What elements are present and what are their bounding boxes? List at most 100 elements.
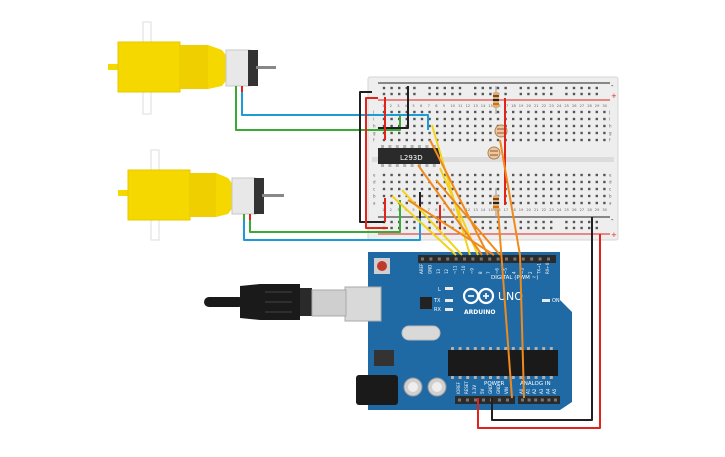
breadboard-hole[interactable] bbox=[481, 138, 484, 142]
breadboard-hole[interactable] bbox=[588, 201, 591, 205]
breadboard-hole[interactable] bbox=[603, 201, 606, 205]
breadboard-hole[interactable] bbox=[481, 173, 484, 177]
breadboard-rail-hole[interactable] bbox=[519, 220, 522, 224]
breadboard-hole[interactable] bbox=[466, 173, 469, 177]
breadboard-hole[interactable] bbox=[451, 131, 454, 135]
breadboard-hole[interactable] bbox=[512, 180, 515, 184]
breadboard-rail-hole[interactable] bbox=[481, 220, 484, 224]
breadboard-rail-hole[interactable] bbox=[519, 86, 522, 90]
breadboard-hole[interactable] bbox=[481, 110, 484, 114]
breadboard-hole[interactable] bbox=[542, 110, 545, 114]
breadboard-hole[interactable] bbox=[580, 201, 583, 205]
breadboard-rail-hole[interactable] bbox=[595, 86, 598, 90]
breadboard-rail-hole[interactable] bbox=[481, 92, 484, 96]
breadboard-hole[interactable] bbox=[436, 117, 439, 121]
header-pin[interactable] bbox=[454, 257, 458, 261]
breadboard-rail-hole[interactable] bbox=[542, 86, 545, 90]
breadboard-rail-hole[interactable] bbox=[519, 92, 522, 96]
breadboard-hole[interactable] bbox=[443, 173, 446, 177]
breadboard-hole[interactable] bbox=[550, 138, 553, 142]
breadboard-rail-hole[interactable] bbox=[504, 92, 507, 96]
breadboard-rail-hole[interactable] bbox=[580, 86, 583, 90]
breadboard-hole[interactable] bbox=[481, 117, 484, 121]
breadboard-rail-hole[interactable] bbox=[595, 226, 598, 230]
breadboard-hole[interactable] bbox=[572, 180, 576, 184]
breadboard-hole[interactable] bbox=[565, 201, 568, 205]
breadboard-rail-hole[interactable] bbox=[428, 226, 431, 230]
breadboard-hole[interactable] bbox=[580, 173, 583, 177]
breadboard-hole[interactable] bbox=[496, 187, 500, 191]
breadboard-hole[interactable] bbox=[572, 201, 576, 205]
breadboard-hole[interactable] bbox=[496, 180, 500, 184]
breadboard-hole[interactable] bbox=[557, 194, 560, 198]
breadboard-hole[interactable] bbox=[534, 117, 538, 121]
breadboard-rail-hole[interactable] bbox=[527, 220, 530, 224]
breadboard-hole[interactable] bbox=[466, 194, 469, 198]
breadboard-hole[interactable] bbox=[512, 194, 515, 198]
breadboard-hole[interactable] bbox=[420, 201, 424, 205]
breadboard-rail-hole[interactable] bbox=[550, 92, 553, 96]
breadboard-hole[interactable] bbox=[405, 138, 408, 142]
breadboard-hole[interactable] bbox=[443, 124, 446, 128]
breadboard-hole[interactable] bbox=[572, 124, 576, 128]
breadboard-rail-hole[interactable] bbox=[588, 86, 591, 90]
breadboard-hole[interactable] bbox=[565, 131, 568, 135]
breadboard-hole[interactable] bbox=[534, 124, 538, 128]
breadboard-rail-hole[interactable] bbox=[428, 92, 431, 96]
breadboard-hole[interactable] bbox=[474, 138, 477, 142]
breadboard-rail-hole[interactable] bbox=[451, 86, 454, 90]
breadboard-hole[interactable] bbox=[474, 124, 477, 128]
header-pin[interactable] bbox=[513, 257, 517, 261]
breadboard-rail-hole[interactable] bbox=[474, 220, 477, 224]
breadboard-rail-hole[interactable] bbox=[496, 226, 500, 230]
breadboard-hole[interactable] bbox=[489, 117, 492, 121]
breadboard-hole[interactable] bbox=[534, 131, 538, 135]
breadboard-hole[interactable] bbox=[436, 110, 439, 114]
breadboard-hole[interactable] bbox=[474, 117, 477, 121]
breadboard-hole[interactable] bbox=[405, 124, 408, 128]
breadboard-hole[interactable] bbox=[542, 124, 545, 128]
breadboard-hole[interactable] bbox=[451, 201, 454, 205]
breadboard-rail-hole[interactable] bbox=[504, 86, 507, 90]
breadboard-hole[interactable] bbox=[436, 187, 439, 191]
breadboard-hole[interactable] bbox=[398, 131, 401, 135]
breadboard-hole[interactable] bbox=[580, 117, 583, 121]
breadboard-hole[interactable] bbox=[512, 131, 515, 135]
breadboard-hole[interactable] bbox=[512, 110, 515, 114]
breadboard-hole[interactable] bbox=[603, 138, 606, 142]
breadboard-hole[interactable] bbox=[595, 187, 598, 191]
breadboard-hole[interactable] bbox=[595, 110, 598, 114]
breadboard-hole[interactable] bbox=[550, 110, 553, 114]
breadboard-hole[interactable] bbox=[550, 131, 553, 135]
photoresistor-bottom[interactable] bbox=[487, 146, 501, 160]
breadboard-hole[interactable] bbox=[466, 110, 469, 114]
breadboard-rail-hole[interactable] bbox=[413, 86, 416, 90]
breadboard-rail-hole[interactable] bbox=[588, 226, 591, 230]
breadboard-rail-hole[interactable] bbox=[588, 92, 591, 96]
breadboard-hole[interactable] bbox=[595, 131, 598, 135]
breadboard-rail-hole[interactable] bbox=[542, 220, 545, 224]
breadboard-hole[interactable] bbox=[489, 201, 492, 205]
breadboard-hole[interactable] bbox=[413, 110, 416, 114]
breadboard-hole[interactable] bbox=[603, 131, 606, 135]
breadboard-hole[interactable] bbox=[550, 117, 553, 121]
breadboard-hole[interactable] bbox=[382, 187, 386, 191]
breadboard-hole[interactable] bbox=[542, 180, 545, 184]
breadboard-hole[interactable] bbox=[542, 173, 545, 177]
breadboard-hole[interactable] bbox=[420, 187, 424, 191]
breadboard-rail-hole[interactable] bbox=[443, 226, 446, 230]
header-pin[interactable] bbox=[506, 398, 509, 402]
header-pin[interactable] bbox=[471, 257, 475, 261]
breadboard-rail-hole[interactable] bbox=[413, 226, 416, 230]
breadboard-hole[interactable] bbox=[428, 124, 431, 128]
breadboard-hole[interactable] bbox=[420, 131, 424, 135]
header-pin[interactable] bbox=[554, 398, 557, 402]
breadboard-rail-hole[interactable] bbox=[550, 220, 553, 224]
breadboard-hole[interactable] bbox=[489, 194, 492, 198]
breadboard-hole[interactable] bbox=[557, 173, 560, 177]
breadboard-hole[interactable] bbox=[390, 194, 393, 198]
breadboard-hole[interactable] bbox=[580, 194, 583, 198]
breadboard-hole[interactable] bbox=[428, 131, 431, 135]
breadboard-rail-hole[interactable] bbox=[443, 86, 446, 90]
breadboard-hole[interactable] bbox=[580, 180, 583, 184]
